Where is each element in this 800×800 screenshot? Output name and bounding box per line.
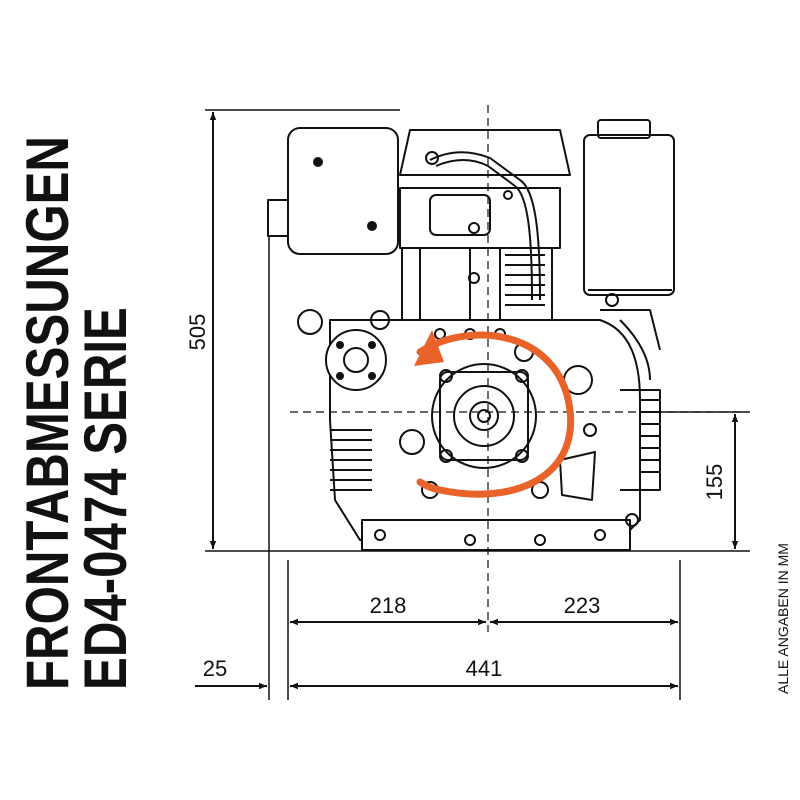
starter-housing xyxy=(325,329,387,391)
dimension-lines xyxy=(195,112,739,690)
extension-lines xyxy=(205,109,750,700)
dim-155-label: 155 xyxy=(702,464,727,501)
dim-25-label: 25 xyxy=(203,656,227,681)
dim-223-label: 223 xyxy=(564,593,601,618)
air-filter xyxy=(583,134,675,296)
counterclockwise-arrow-icon xyxy=(414,330,575,498)
dim-441-label: 441 xyxy=(466,656,503,681)
dim-218-label: 218 xyxy=(370,593,407,618)
fuel-tank xyxy=(287,127,399,255)
center-lines xyxy=(290,105,740,632)
dim-505-label: 505 xyxy=(185,314,210,351)
